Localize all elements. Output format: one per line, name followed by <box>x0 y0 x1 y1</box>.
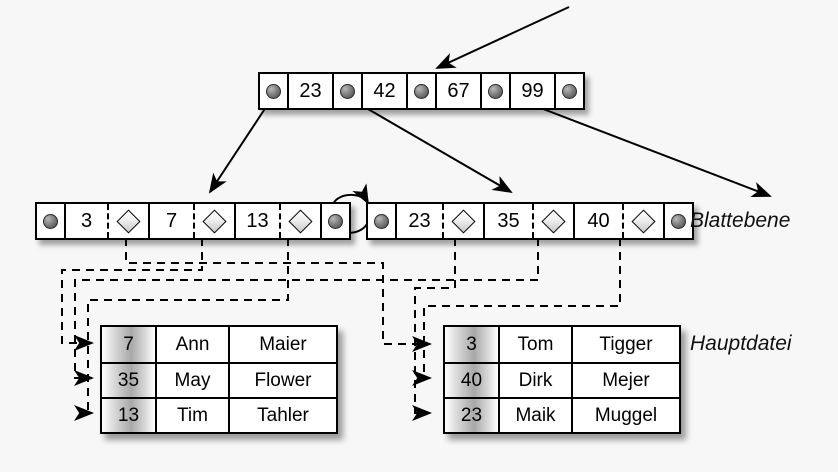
pointer-ball-icon <box>43 213 58 229</box>
root-to-overflow-arrow <box>511 96 772 198</box>
pointer-ball-icon <box>374 213 389 229</box>
table-row[interactable]: 40 Dirk Mejer <box>445 362 679 397</box>
root-pointer-3[interactable] <box>482 74 509 108</box>
left-leaf-head-pointer[interactable] <box>37 204 64 238</box>
right-leaf-prev-pointer[interactable] <box>368 204 395 238</box>
row-key: 3 <box>445 327 500 362</box>
root-key-1: 42 <box>361 74 408 108</box>
left-leaf-key-0: 3 <box>64 204 107 238</box>
incoming-root-arrow <box>435 6 570 69</box>
table-row[interactable]: 3 Tom Tigger <box>445 327 679 362</box>
row-last-name: Tahler <box>230 399 336 432</box>
right-leaf-record-0[interactable] <box>442 204 485 238</box>
pointer-ball-icon <box>488 83 503 99</box>
row-first-name: Maik <box>500 399 573 432</box>
root-to-left-leaf-arrow <box>208 97 273 194</box>
row-last-name: Mejer <box>573 364 679 397</box>
row-first-name: Dirk <box>500 364 573 397</box>
leaf-level-caption: Blattebene <box>690 209 791 232</box>
left-leaf-record-1[interactable] <box>193 204 236 238</box>
row-first-name: Tom <box>500 327 573 362</box>
root-index-node[interactable]: 23 42 67 99 <box>258 72 585 110</box>
right-leaf-record-1[interactable] <box>532 204 575 238</box>
right-leaf-key-1: 35 <box>485 204 532 238</box>
right-data-table[interactable]: 3 Tom Tigger 40 Dirk Mejer 23 Maik Mugge… <box>443 325 681 434</box>
table-row[interactable]: 23 Maik Muggel <box>445 397 679 432</box>
right-leaf-tail-pointer[interactable] <box>665 204 692 238</box>
root-pointer-0[interactable] <box>260 74 287 108</box>
root-to-right-leaf-arrow <box>348 97 513 194</box>
right-leaf-node[interactable]: 23 35 40 <box>366 202 694 240</box>
left-leaf-record-2[interactable] <box>279 204 322 238</box>
left-leaf-node[interactable]: 3 7 13 <box>35 202 351 240</box>
row-first-name: Tim <box>157 399 230 432</box>
row-key: 40 <box>445 364 500 397</box>
pointer-ball-icon <box>671 213 686 229</box>
left-leaf-key-2: 13 <box>236 204 279 238</box>
left-leaf-record-0[interactable] <box>107 204 150 238</box>
root-pointer-2[interactable] <box>408 74 435 108</box>
record-diamond-icon <box>288 208 313 234</box>
root-pointer-4[interactable] <box>556 74 583 108</box>
record-diamond-icon <box>116 208 141 234</box>
record-diamond-icon <box>631 208 656 234</box>
left-leaf-next-pointer[interactable] <box>322 204 349 238</box>
pointer-ball-icon <box>340 83 355 99</box>
record-diamond-icon <box>541 208 566 234</box>
left-leaf-key-1: 7 <box>150 204 193 238</box>
root-key-3: 99 <box>509 74 556 108</box>
pointer-ball-icon <box>414 83 429 99</box>
root-key-2: 67 <box>435 74 482 108</box>
record-diamond-icon <box>451 208 476 234</box>
row-key: 13 <box>102 399 157 432</box>
right-leaf-record-2[interactable] <box>622 204 665 238</box>
row-key: 35 <box>102 364 157 397</box>
root-key-0: 23 <box>287 74 334 108</box>
row-key: 7 <box>102 327 157 362</box>
row-last-name: Muggel <box>573 399 679 432</box>
main-file-caption: Hauptdatei <box>690 332 792 355</box>
row-key: 23 <box>445 399 500 432</box>
table-row[interactable]: 7 Ann Maier <box>102 327 336 362</box>
pointer-ball-icon <box>266 83 281 99</box>
left-data-table[interactable]: 7 Ann Maier 35 May Flower 13 Tim Tahler <box>100 325 338 434</box>
pointer-ball-icon <box>328 213 343 229</box>
right-leaf-key-2: 40 <box>575 204 622 238</box>
record-diamond-icon <box>202 208 227 234</box>
row-last-name: Maier <box>230 327 336 362</box>
row-first-name: Ann <box>157 327 230 362</box>
row-last-name: Tigger <box>573 327 679 362</box>
table-row[interactable]: 13 Tim Tahler <box>102 397 336 432</box>
right-leaf-key-0: 23 <box>395 204 442 238</box>
root-pointer-1[interactable] <box>334 74 361 108</box>
pointer-ball-icon <box>562 83 577 99</box>
row-last-name: Flower <box>230 364 336 397</box>
row-first-name: May <box>157 364 230 397</box>
table-row[interactable]: 35 May Flower <box>102 362 336 397</box>
